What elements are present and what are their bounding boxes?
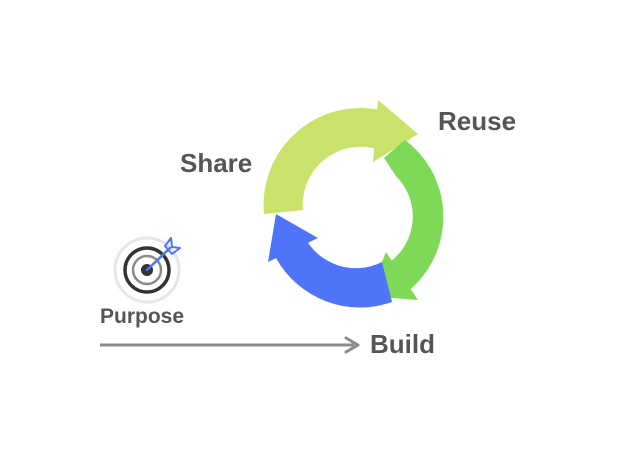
reuse-label: Reuse (438, 106, 517, 136)
share-label: Share (180, 148, 253, 178)
build-arrow (268, 214, 392, 308)
purpose-label: Purpose (100, 305, 185, 328)
build-label: Build (370, 329, 435, 359)
timeline-arrow (100, 336, 360, 354)
share-arrow (263, 100, 418, 214)
target-icon (113, 236, 181, 304)
